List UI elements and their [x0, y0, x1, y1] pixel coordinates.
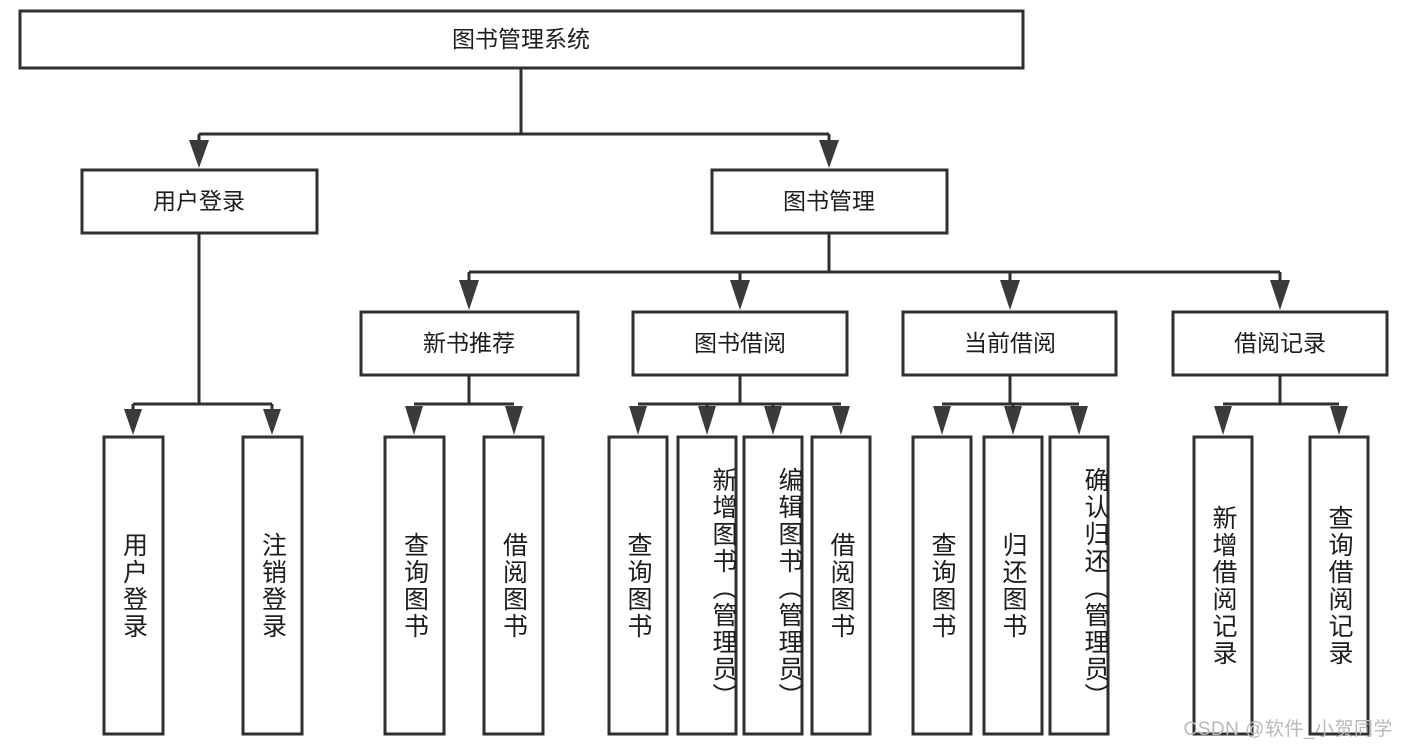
arrowhead-query-book-3 — [933, 406, 951, 435]
node-user-login[interactable]: 用户登录 — [80, 168, 319, 235]
leaf-box-query-book-2[interactable] — [607, 435, 669, 736]
node-book-borrow-box[interactable] — [631, 310, 849, 377]
node-new-book-recommend[interactable]: 新书推荐 — [359, 310, 580, 377]
leaf-box-confirm-return[interactable] — [1048, 435, 1110, 736]
arrowhead-borrow-record — [1270, 280, 1290, 310]
leaf-box-query-book-3[interactable] — [911, 435, 973, 736]
node-borrow-record[interactable]: 借阅记录 — [1171, 310, 1389, 377]
node-user-login-label: 用户登录 — [153, 188, 245, 214]
leaf-box-edit-book[interactable] — [742, 435, 804, 736]
connector-root-to-level2 — [189, 68, 839, 168]
arrowhead-book-management — [819, 140, 839, 168]
arrowhead-query-book-1 — [405, 406, 423, 435]
node-current-borrow-box[interactable] — [901, 310, 1118, 377]
arrowhead-add-book — [698, 406, 716, 435]
leaf-box-return-book[interactable] — [982, 435, 1044, 736]
arrowhead-query-book-2 — [629, 406, 647, 435]
leaf-box-user-login-do[interactable] — [102, 435, 165, 736]
node-new-book-recommend-label: 新书推荐 — [423, 330, 515, 356]
arrowhead-borrow-book-1 — [505, 406, 523, 435]
arrowhead-add-borrow-record — [1214, 406, 1232, 435]
arrowhead-return-book — [1004, 406, 1022, 435]
leaf-box-borrow-book-2[interactable] — [810, 435, 872, 736]
connector-new-book-recommend-to-leaves — [405, 375, 523, 435]
watermark-text: CSDN @软件_小贺同学 — [1183, 719, 1393, 740]
node-current-borrow[interactable]: 当前借阅 — [901, 310, 1118, 377]
arrowhead-user-login-do — [124, 409, 142, 435]
connector-book-borrow-to-leaves — [629, 375, 850, 435]
node-new-book-recommend-box[interactable] — [359, 310, 580, 377]
connector-current-borrow-to-leaves — [933, 375, 1088, 435]
leaf-box-borrow-book-1[interactable] — [482, 435, 545, 736]
node-book-management[interactable]: 图书管理 — [710, 168, 949, 235]
arrowhead-user-logout — [263, 409, 281, 435]
arrowhead-edit-book — [764, 406, 782, 435]
node-root-label: 图书管理系统 — [452, 26, 590, 52]
node-root[interactable]: 图书管理系统 — [18, 9, 1025, 70]
node-borrow-record-label: 借阅记录 — [1234, 330, 1326, 356]
arrowhead-book-borrow — [730, 280, 750, 310]
connector-book-management-to-level3 — [459, 233, 1290, 310]
node-book-borrow[interactable]: 图书借阅 — [631, 310, 849, 377]
leaf-box-add-borrow-record[interactable] — [1192, 435, 1254, 736]
arrowhead-confirm-return — [1070, 406, 1088, 435]
leaf-boxes — [102, 435, 1370, 736]
arrowhead-new-book-recommend — [459, 280, 479, 310]
connector-user-login-to-leaves — [124, 233, 281, 435]
leaf-box-add-book[interactable] — [676, 435, 738, 736]
node-root-box[interactable] — [18, 9, 1025, 70]
node-book-borrow-label: 图书借阅 — [694, 330, 786, 356]
arrowhead-borrow-book-2 — [832, 406, 850, 435]
arrowhead-user-login — [189, 140, 209, 168]
connector-borrow-record-to-leaves — [1214, 375, 1348, 435]
leaf-box-query-book-1[interactable] — [383, 435, 446, 736]
leaf-box-user-logout[interactable] — [241, 435, 304, 736]
node-book-management-box[interactable] — [710, 168, 949, 235]
arrowhead-query-borrow-record — [1330, 406, 1348, 435]
arrowhead-current-borrow — [1000, 280, 1020, 310]
node-current-borrow-label: 当前借阅 — [964, 330, 1056, 356]
node-book-management-label: 图书管理 — [783, 188, 875, 214]
leaf-box-query-borrow-record[interactable] — [1308, 435, 1370, 736]
node-borrow-record-box[interactable] — [1171, 310, 1389, 377]
